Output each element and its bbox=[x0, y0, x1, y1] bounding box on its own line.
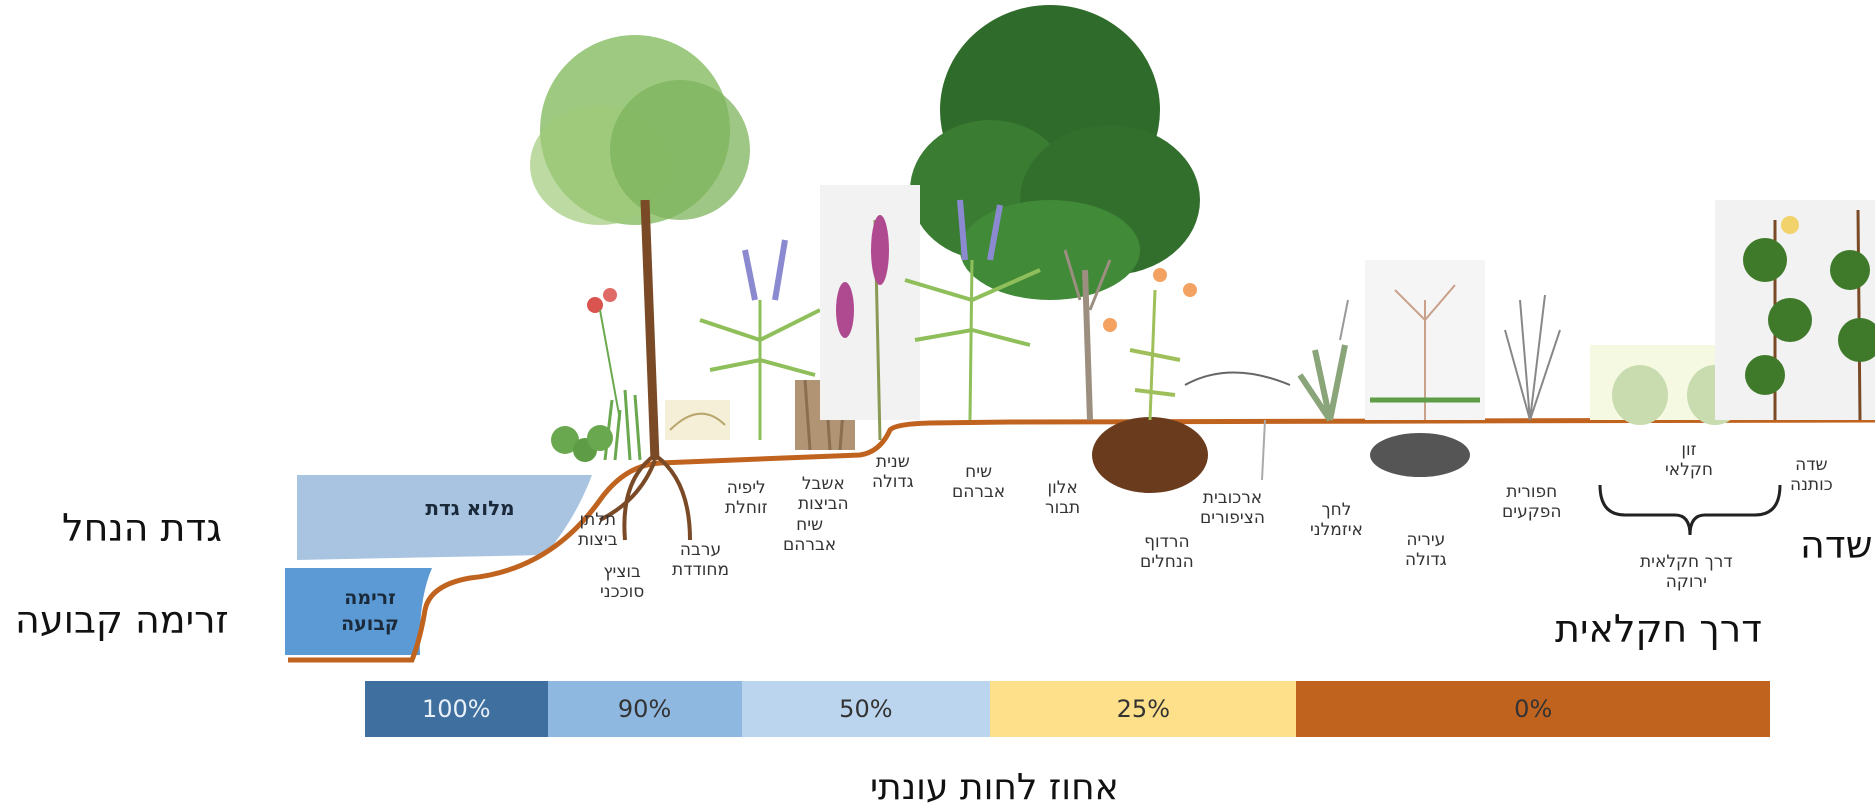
moisture-segment-label: 25% bbox=[1117, 695, 1170, 723]
moisture-segment-label: 50% bbox=[839, 695, 892, 723]
stream-bank-label: גדת הנחל bbox=[62, 506, 222, 550]
farm-road-label: דרך חקלאית bbox=[1555, 607, 1762, 651]
plant-label: תלתן ביצות bbox=[578, 510, 618, 550]
permanent-flow-side-label: זרימה קבועה bbox=[15, 598, 229, 642]
willow-tree bbox=[530, 35, 750, 540]
plant-label: שיח אברהם bbox=[783, 515, 836, 555]
plant-label: שדה כותנה bbox=[1790, 455, 1833, 495]
moisture-segment-50: 50% bbox=[742, 681, 991, 737]
plant-label: בוציץ סוככני bbox=[600, 562, 644, 602]
plant-label: ליפיה זוחלת bbox=[725, 478, 767, 518]
root-ball bbox=[1092, 417, 1208, 493]
moisture-scale-title: אחוז לחות עונתי bbox=[870, 766, 1119, 810]
moisture-segment-25: 25% bbox=[990, 681, 1296, 737]
permanent-flow-label: זרימה קבועה bbox=[320, 585, 420, 637]
moisture-segment-100: 100% bbox=[365, 681, 548, 737]
cynodon-plant bbox=[1505, 295, 1560, 420]
moisture-segment-0: 0% bbox=[1296, 681, 1769, 737]
loosestrife-plant bbox=[820, 185, 920, 440]
moisture-scale-bar: 100% 90% 50% 25% 0% bbox=[365, 681, 1770, 737]
plant-label: זון חקלאי bbox=[1665, 440, 1713, 480]
plant-label: לחך איזמלני bbox=[1310, 500, 1363, 540]
farm-road-brace bbox=[1600, 485, 1780, 535]
moisture-segment-90: 90% bbox=[548, 681, 742, 737]
moisture-segment-label: 0% bbox=[1514, 695, 1552, 723]
moisture-segment-label: 90% bbox=[618, 695, 671, 723]
cotton-plants bbox=[1715, 200, 1875, 420]
bulb-roots bbox=[1370, 433, 1470, 477]
field-label: שדה bbox=[1800, 523, 1873, 567]
plant-label: אשבל הביצות bbox=[798, 474, 849, 514]
oleander-plant bbox=[1103, 268, 1197, 420]
erianthus-plant bbox=[1365, 260, 1485, 420]
plant-label: חפורית הפקעים bbox=[1502, 482, 1562, 522]
plantain-plant bbox=[1300, 300, 1348, 420]
plant-label: ארכובית הציפורים bbox=[1200, 488, 1265, 528]
plant-label: אלון תבור bbox=[1045, 478, 1080, 518]
lippia-plant bbox=[665, 400, 730, 440]
plant-label: שיח אברהם bbox=[952, 462, 1005, 502]
oak-tree bbox=[910, 5, 1200, 420]
plant-label: ערבה מחודדת bbox=[672, 540, 729, 580]
bank-fill-label: מלוא גדת bbox=[400, 496, 540, 520]
moisture-segment-label: 100% bbox=[422, 695, 491, 723]
clover-plant bbox=[551, 425, 613, 462]
plant-label: שנית גדולה bbox=[872, 452, 914, 492]
plant-label: עיריה גדולה bbox=[1405, 530, 1447, 570]
plant-label: הרדוף הנחלים bbox=[1140, 532, 1194, 572]
plant-label: דרך חקלאית ירוקה bbox=[1640, 552, 1733, 592]
